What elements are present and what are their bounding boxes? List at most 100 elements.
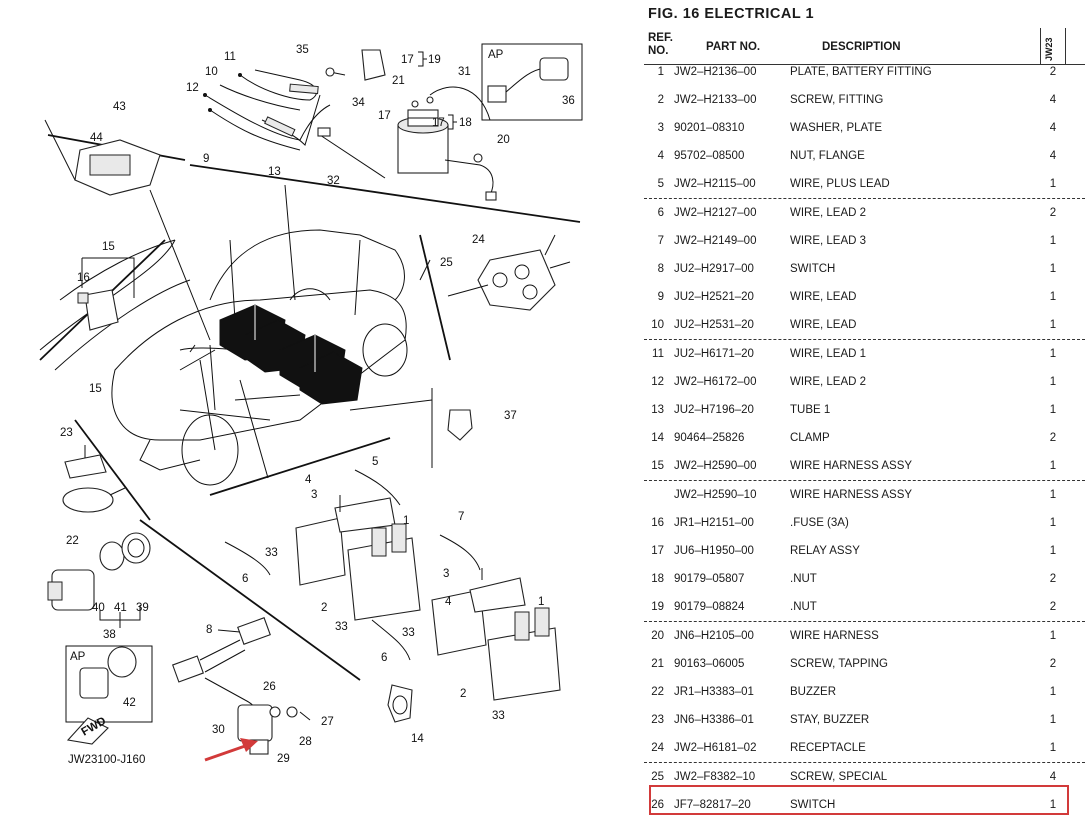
callout-9: 9 [203, 153, 209, 165]
callout-10: 10 [205, 66, 218, 78]
description-cell: WIRE, LEAD 3 [790, 235, 867, 247]
callout-33d: 33 [492, 710, 505, 722]
quantity-cell: 1 [1049, 489, 1057, 501]
diagram-code: JW23100-J160 [68, 754, 145, 766]
callout-3: 3 [311, 489, 317, 501]
callout-14: 14 [411, 733, 424, 745]
quantity-cell: 4 [1049, 94, 1057, 106]
part-no-cell: JW2–H2115–00 [674, 178, 756, 190]
callout-15b: 15 [89, 383, 102, 395]
callout-21: 21 [392, 75, 405, 87]
quantity-cell: 2 [1049, 66, 1057, 78]
ap-inset-box-2 [65, 645, 153, 723]
description-cell: .NUT [790, 601, 817, 613]
clamp-part-14 [387, 684, 413, 723]
callout-22: 22 [66, 535, 79, 547]
description-cell: SWITCH [790, 263, 836, 275]
callout-4b: 4 [445, 596, 452, 608]
quantity-cell: 1 [1049, 348, 1057, 360]
ap-inset-box [481, 43, 583, 121]
description-cell: WIRE, PLUS LEAD [790, 178, 890, 190]
part-no-cell: JW2–H2149–00 [674, 235, 757, 247]
callout-20: 20 [497, 134, 510, 146]
part-no-cell: JW2–H2136–00 [674, 66, 757, 78]
callout-1b: 1 [538, 596, 544, 608]
ap-label-bottom: AP [70, 651, 86, 663]
callout-6b: 6 [381, 652, 387, 664]
callout-31: 31 [458, 66, 471, 78]
part-no-cell: JU2–H2521–20 [674, 291, 754, 303]
callout-16: 16 [77, 272, 90, 284]
part-no-cell: JF7–82817–20 [674, 799, 751, 811]
callout-24: 24 [472, 234, 485, 246]
ref-cell: 18 [651, 573, 664, 585]
quantity-cell: 1 [1049, 630, 1057, 642]
header-divider-2 [1065, 28, 1066, 64]
callout-36: 36 [562, 95, 575, 107]
ref-cell: 13 [651, 404, 664, 416]
ref-cell: 6 [657, 207, 664, 219]
callout-42: 42 [123, 697, 136, 709]
callout-labels: 1 1 2 2 3 3 4 4 5 6 6 7 8 9 10 11 12 13 … [60, 44, 575, 765]
battery-group [224, 469, 561, 701]
callout-3b: 3 [443, 568, 449, 580]
callout-19: 19 [428, 54, 441, 66]
buzzer [62, 445, 126, 513]
part-no-cell: JU2–H2917–00 [674, 263, 754, 275]
header-description: DESCRIPTION [822, 41, 901, 53]
callout-23: 23 [60, 427, 73, 439]
divider-mid-right [209, 437, 391, 496]
ref-cell: 5 [657, 178, 664, 190]
ref-cell: 23 [651, 714, 664, 726]
harness-wire [179, 288, 331, 421]
callout-27: 27 [321, 716, 334, 728]
ap-label-top: AP [488, 49, 504, 61]
part-no-cell: JN6–H2105–00 [674, 630, 754, 642]
callout-2b: 2 [460, 688, 466, 700]
callout-37: 37 [504, 410, 517, 422]
description-cell: RECEPTACLE [790, 742, 866, 754]
description-cell: SCREW, TAPPING [790, 658, 888, 670]
ref-cell: 8 [657, 263, 664, 275]
quantity-cell: 2 [1049, 573, 1057, 585]
ref-cell: 20 [651, 630, 664, 642]
parts-list-panel: FIG. 16 ELECTRICAL 1 REF. NO. PART NO. D… [644, 0, 1085, 832]
ref-cell: 4 [657, 150, 664, 162]
callout-30: 30 [212, 724, 225, 736]
part-no-cell: JR1–H2151–00 [674, 517, 754, 529]
description-cell: BUZZER [790, 686, 836, 698]
part-no-cell: 90464–25826 [674, 432, 745, 444]
connector-part-36 [487, 57, 569, 103]
part-no-cell: JN6–H3386–01 [674, 714, 754, 726]
callout-28: 28 [299, 736, 312, 748]
callout-12: 12 [186, 82, 199, 94]
callout-5: 5 [372, 456, 378, 468]
battery-pack [219, 304, 363, 405]
callout-2: 2 [321, 602, 327, 614]
header-part-no: PART NO. [706, 41, 761, 53]
divider-bottom [139, 519, 361, 681]
callout-17b: 17 [378, 110, 391, 122]
description-cell: WIRE, LEAD 1 [790, 348, 867, 360]
description-cell: SWITCH [790, 799, 836, 811]
ref-cell: 11 [652, 348, 664, 360]
description-cell: WIRE HARNESS ASSY [790, 489, 913, 501]
ref-cell: 12 [651, 376, 664, 388]
part-no-cell: 95702–08500 [674, 150, 745, 162]
part-no-cell: JR1–H3383–01 [674, 686, 754, 698]
